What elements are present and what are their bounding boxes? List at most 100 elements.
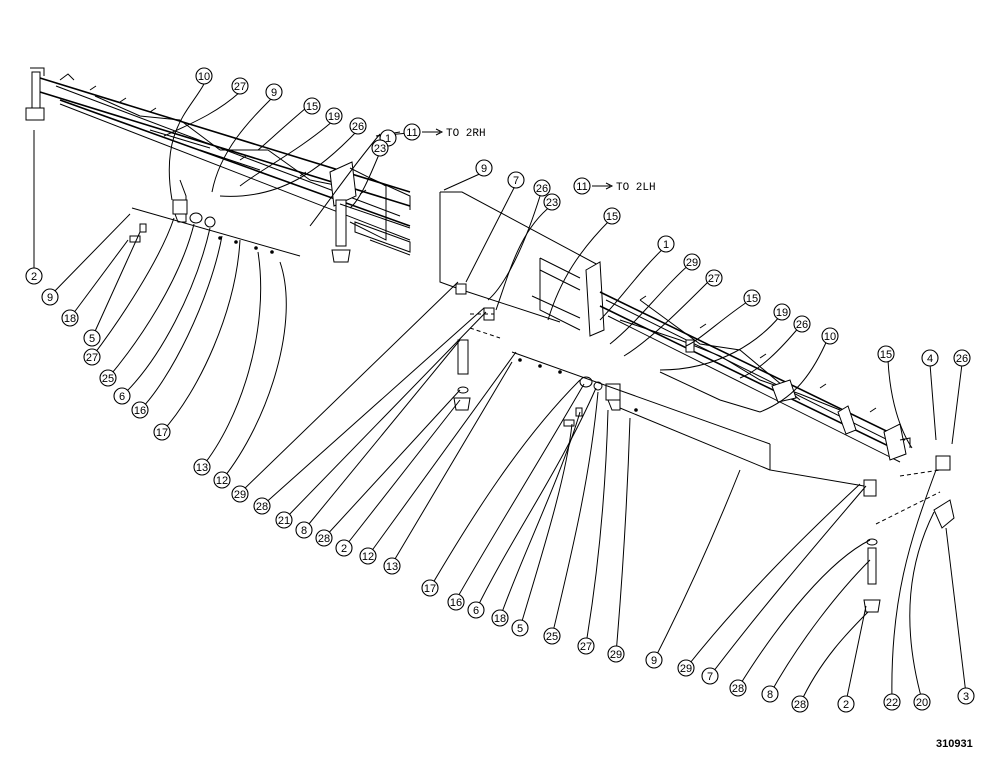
callout: 8 xyxy=(295,521,313,539)
callout: 6 xyxy=(113,387,131,405)
callout: 26 xyxy=(953,349,971,367)
callout: 17 xyxy=(153,423,171,441)
callout: 26 xyxy=(349,117,367,135)
callout-label: 28 xyxy=(256,501,268,513)
callout: 19 xyxy=(773,303,791,321)
callout-label: 10 xyxy=(198,71,210,83)
callout-label: 26 xyxy=(352,121,364,133)
callout: 3 xyxy=(957,687,975,705)
callout: 9 xyxy=(41,288,59,306)
callout: 8 xyxy=(761,685,779,703)
callout: 27 xyxy=(231,77,249,95)
callout-label: 19 xyxy=(776,307,788,319)
callout: 25 xyxy=(543,627,561,645)
callout: 26 xyxy=(533,179,551,197)
callout: 7 xyxy=(507,171,525,189)
callout-label: 28 xyxy=(794,699,806,711)
callout: 2 xyxy=(837,695,855,713)
callout: 27 xyxy=(83,348,101,366)
callout-label: 13 xyxy=(386,561,398,573)
callout-label: 9 xyxy=(481,163,487,175)
left-nozzle-assembly xyxy=(129,179,301,257)
callout: 11 xyxy=(403,123,421,141)
note-to-2rh: TO 2RH xyxy=(422,128,486,140)
callout: 16 xyxy=(131,401,149,419)
center-panel xyxy=(439,191,601,411)
callout-label: 1 xyxy=(663,239,669,251)
callout-label: 27 xyxy=(234,81,246,93)
callout-label: 22 xyxy=(886,697,898,709)
callout: 18 xyxy=(491,609,509,627)
callout-label: 9 xyxy=(651,655,657,667)
callout: 4 xyxy=(921,349,939,367)
callout-label: 16 xyxy=(450,597,462,609)
callout-label: 26 xyxy=(536,183,548,195)
callout: 29 xyxy=(677,659,695,677)
callout: 7 xyxy=(701,667,719,685)
callout: 25 xyxy=(99,369,117,387)
callout-label: 13 xyxy=(196,462,208,474)
callout-label: 29 xyxy=(234,489,246,501)
callout-label: 7 xyxy=(513,175,519,187)
callout-label: 12 xyxy=(216,475,228,487)
callout-label: 15 xyxy=(606,211,618,223)
callout: 29 xyxy=(231,485,249,503)
callout-label: 10 xyxy=(824,331,836,343)
right-boom-frame xyxy=(531,257,911,463)
callout: 5 xyxy=(83,329,101,347)
callout-label: 18 xyxy=(64,313,76,325)
callout-label: 26 xyxy=(956,353,968,365)
callout-label: 6 xyxy=(119,391,125,403)
callout-label: 9 xyxy=(47,292,53,304)
callout: 10 xyxy=(821,327,839,345)
callout-label: 4 xyxy=(927,353,933,365)
callout: 11 xyxy=(573,177,591,195)
callout-label: 6 xyxy=(473,605,479,617)
document-number: 310931 xyxy=(936,738,973,750)
callout-label: 5 xyxy=(517,623,523,635)
note-to-2lh-text: TO 2LH xyxy=(616,182,656,194)
right-nozzle-assembly xyxy=(511,351,865,487)
callout-label: 29 xyxy=(686,257,698,269)
callout: 15 xyxy=(743,289,761,307)
callout: 19 xyxy=(325,107,343,125)
callout-label: 29 xyxy=(610,649,622,661)
callout: 17 xyxy=(421,579,439,597)
callout-label: 15 xyxy=(880,349,892,361)
callout: 15 xyxy=(603,207,621,225)
callout: 10 xyxy=(195,67,213,85)
callout: 18 xyxy=(61,309,79,327)
callout-label: 19 xyxy=(328,111,340,123)
callout-label: 23 xyxy=(546,197,558,209)
callout: 6 xyxy=(467,601,485,619)
callout: 2 xyxy=(335,539,353,557)
callout-label: 17 xyxy=(156,427,168,439)
callout-label: 25 xyxy=(546,631,558,643)
right-leg-assembly xyxy=(863,455,955,613)
callout-label: 27 xyxy=(580,641,592,653)
leader-lines xyxy=(33,83,967,705)
callout-label: 2 xyxy=(843,699,849,711)
callout-label: 27 xyxy=(86,352,98,364)
callout: 23 xyxy=(543,193,561,211)
callout-label: 8 xyxy=(301,525,307,537)
callouts: 10 27 9 15 19 26 1 11 23 2 9 18 5 27 25 … xyxy=(25,67,975,713)
callout-label: 27 xyxy=(708,273,720,285)
callout: 21 xyxy=(275,511,293,529)
callout-label: 15 xyxy=(306,101,318,113)
callout: 1 xyxy=(657,235,675,253)
callout: 9 xyxy=(645,651,663,669)
callout-label: 26 xyxy=(796,319,808,331)
callout: 23 xyxy=(371,139,389,157)
callout: 26 xyxy=(793,315,811,333)
note-to-2rh-text: TO 2RH xyxy=(446,128,486,140)
callout: 28 xyxy=(315,529,333,547)
callout: 15 xyxy=(303,97,321,115)
callout-label: 18 xyxy=(494,613,506,625)
callout-label: 5 xyxy=(89,333,95,345)
callout: 28 xyxy=(253,497,271,515)
callout: 2 xyxy=(25,267,43,285)
callout: 12 xyxy=(359,547,377,565)
callout-label: 28 xyxy=(318,533,330,545)
